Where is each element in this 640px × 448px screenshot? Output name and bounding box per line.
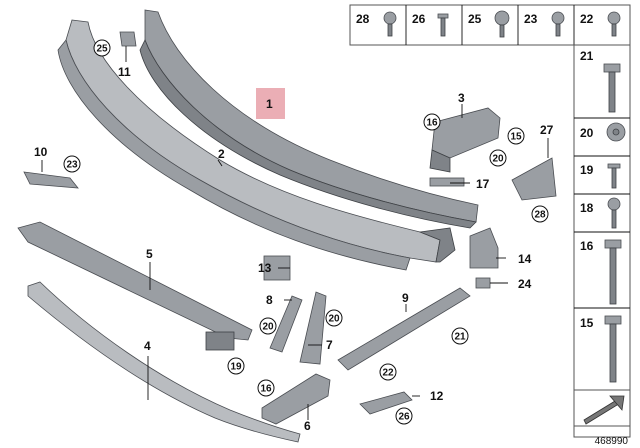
leader-lines	[41, 46, 549, 420]
svg-text:23: 23	[66, 160, 78, 171]
svg-text:20: 20	[262, 322, 274, 333]
part-5-lower-rail[interactable]	[17, 221, 253, 351]
svg-text:22: 22	[580, 12, 594, 26]
svg-text:23: 23	[524, 12, 538, 26]
diagram-reference-number: 468990	[595, 436, 629, 447]
label-part-27: 27	[540, 123, 554, 137]
svg-text:15: 15	[580, 316, 594, 330]
circled-label-16-bottom: 16	[257, 379, 275, 397]
fastener-16[interactable]: 16	[580, 239, 622, 305]
part-7-bracket[interactable]	[299, 291, 327, 365]
label-part-6: 6	[304, 419, 311, 433]
svg-text:26: 26	[412, 12, 426, 26]
part-9-rail[interactable]	[337, 287, 471, 371]
fastener-table-top-row: 28 26 25 23 22	[349, 4, 631, 46]
label-part-3: 3	[458, 91, 465, 105]
svg-text:28: 28	[356, 12, 370, 26]
fastener-15[interactable]: 15	[580, 315, 622, 383]
part-1-bumper-carrier[interactable]	[139, 9, 479, 229]
fastener-22[interactable]: 22	[580, 11, 621, 37]
fastener-20[interactable]: 20	[580, 122, 626, 142]
label-part-1: 1	[266, 97, 273, 111]
circled-label-16-top: 16	[423, 113, 441, 131]
fastener-table-right-col: 21 20 19 18 16 15	[573, 44, 631, 438]
circled-label-25: 25	[93, 39, 111, 57]
circled-label-20-left: 20	[259, 317, 277, 335]
circled-label-22: 22	[379, 363, 397, 381]
part-11-clip[interactable]	[119, 31, 137, 47]
svg-text:22: 22	[382, 368, 394, 379]
label-part-17: 17	[476, 177, 490, 191]
part-4-trim-strip[interactable]	[27, 281, 301, 443]
part-14-bracket[interactable]	[469, 227, 499, 269]
svg-text:19: 19	[580, 163, 594, 177]
label-part-9: 9	[402, 291, 409, 305]
circled-label-19: 19	[227, 357, 245, 375]
part-2-impact-absorber[interactable]	[57, 19, 456, 271]
circled-label-21: 21	[451, 327, 469, 345]
part-8-bracket[interactable]	[269, 295, 303, 353]
svg-text:25: 25	[468, 12, 482, 26]
label-part-5: 5	[146, 247, 153, 261]
fastener-28[interactable]: 28	[356, 11, 397, 37]
svg-text:21: 21	[454, 332, 466, 343]
svg-text:20: 20	[328, 314, 340, 325]
svg-text:19: 19	[230, 362, 242, 373]
fastener-18[interactable]: 18	[580, 197, 621, 229]
svg-text:16: 16	[426, 118, 438, 129]
label-part-24: 24	[518, 277, 532, 291]
svg-text:20: 20	[580, 126, 594, 140]
part-17-bar[interactable]	[429, 177, 465, 187]
circled-label-23: 23	[63, 155, 81, 173]
part-1-highlight	[256, 88, 285, 119]
fastener-26[interactable]: 26	[412, 12, 449, 37]
label-part-13: 13	[258, 261, 272, 275]
label-part-7: 7	[326, 338, 333, 352]
circled-label-28: 28	[531, 205, 549, 223]
svg-text:18: 18	[580, 201, 594, 215]
circled-label-15: 15	[507, 127, 525, 145]
svg-text:16: 16	[260, 384, 272, 395]
circled-label-20-top: 20	[489, 149, 507, 167]
part-12-plate[interactable]	[359, 391, 413, 415]
part-6-bracket[interactable]	[261, 373, 331, 425]
svg-text:28: 28	[534, 210, 546, 221]
fastener-25[interactable]: 25	[468, 10, 510, 38]
label-part-2: 2	[218, 147, 225, 161]
svg-text:25: 25	[96, 44, 108, 55]
part-10-bracket[interactable]	[23, 171, 79, 189]
svg-text:26: 26	[398, 412, 410, 423]
direction-arrow-icon	[573, 389, 631, 427]
label-part-14: 14	[518, 252, 532, 266]
label-part-4: 4	[144, 339, 151, 353]
svg-text:16: 16	[580, 239, 594, 253]
fastener-23[interactable]: 23	[524, 11, 565, 37]
circled-label-26: 26	[395, 407, 413, 425]
label-part-8: 8	[266, 293, 273, 307]
svg-text:15: 15	[510, 132, 522, 143]
svg-text:21: 21	[580, 49, 594, 63]
label-part-11: 11	[118, 65, 131, 79]
fastener-19[interactable]: 19	[580, 163, 621, 189]
part-24-clip[interactable]	[475, 277, 491, 289]
part-27-bracket[interactable]	[511, 157, 557, 201]
part-3-bracket[interactable]	[429, 107, 501, 173]
label-part-12: 12	[430, 389, 444, 403]
label-part-10: 10	[34, 145, 48, 159]
fastener-21[interactable]: 21	[580, 49, 621, 113]
svg-text:20: 20	[492, 154, 504, 165]
circled-label-20-mid: 20	[325, 309, 343, 327]
